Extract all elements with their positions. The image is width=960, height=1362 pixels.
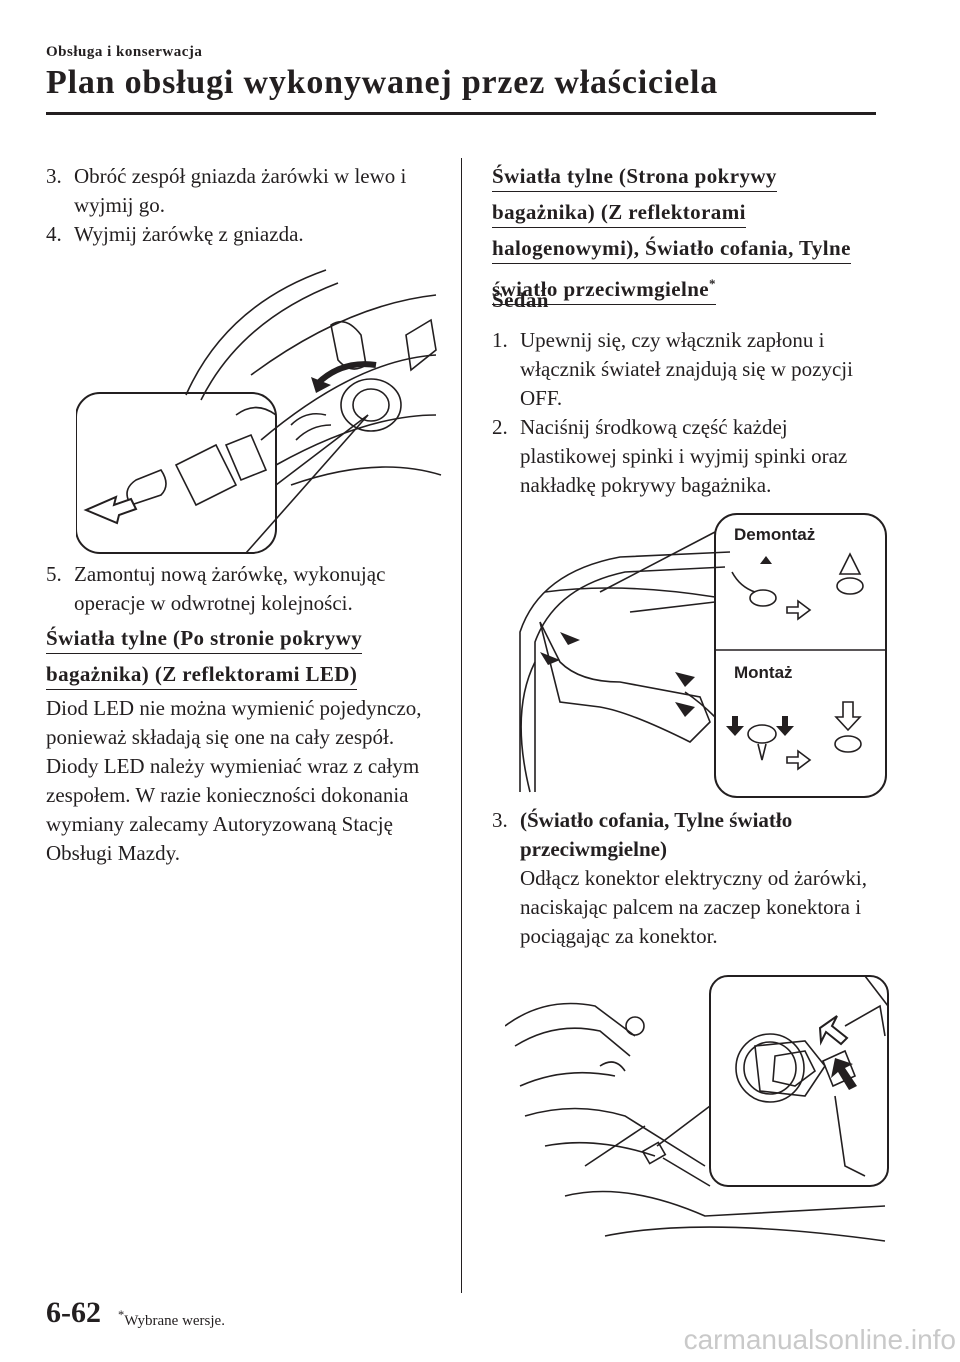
step-5-left: 5. Zamontuj nową żarówkę, wykonując oper… xyxy=(46,560,441,618)
column-divider xyxy=(461,158,462,1293)
install-label: Montaż xyxy=(734,663,793,682)
step-bold-text: (Światło cofania, Tylne światło przeciwm… xyxy=(520,808,793,861)
sedan-label: Sedan xyxy=(492,288,549,312)
page-title: Plan obsługi wykonywanej przez właścicie… xyxy=(46,64,719,101)
halogen-heading: Światła tylne (Strona pokrywy bagażnika)… xyxy=(492,162,892,311)
heading-line: światło przeciwmgielne xyxy=(492,277,709,301)
bulb-socket-figure xyxy=(76,269,442,554)
heading-line: Światła tylne (Po stronie pokrywy xyxy=(46,625,363,654)
step-number: 1. xyxy=(492,328,508,352)
step-text: Naciśnij środkową część każdej plastikow… xyxy=(520,415,848,497)
step-4-left: 4. Wyjmij żarówkę z gniazda. xyxy=(46,220,441,249)
version-mark: * xyxy=(709,276,716,291)
step-text: Zamontuj nową żarówkę, wykonując operacj… xyxy=(74,562,386,615)
heading-line: Światła tylne (Strona pokrywy xyxy=(492,163,777,192)
led-paragraph: Diod LED nie można wymienić pojedynczo, … xyxy=(46,694,441,868)
trunk-trim-clip-figure: Demontaż Montaż xyxy=(519,513,887,798)
page-number: 6-62 xyxy=(46,1296,101,1329)
title-rule xyxy=(46,112,876,115)
footnote: *Wybrane wersje. xyxy=(118,1308,225,1330)
step-number: 3. xyxy=(46,164,62,188)
step-3-left: 3. Obróć zespół gniazda żarówki w lewo i… xyxy=(46,162,441,220)
heading-line: halogenowymi), Światło cofania, Tylne xyxy=(492,235,851,264)
led-para-1: Diod LED nie można wymienić pojedynczo, … xyxy=(46,696,422,749)
footnote-mark: * xyxy=(118,1308,125,1322)
step-number: 3. xyxy=(492,808,508,832)
step-text: Odłącz konektor elektryczny od żarówki, … xyxy=(520,866,867,948)
step-text: Obróć zespół gniazda żarówki w lewo i wy… xyxy=(74,164,407,217)
section-label: Obsługa i konserwacja xyxy=(46,44,203,60)
right-steps: 1. Upewnij się, czy włącznik zapłonu i w… xyxy=(492,326,882,500)
footnote-text: Wybrane wersje. xyxy=(124,1313,225,1329)
step-number: 5. xyxy=(46,562,62,586)
step-text: Upewnij się, czy włącznik zapłonu i włąc… xyxy=(520,328,853,410)
step-text: Wyjmij żarówkę z gniazda. xyxy=(74,222,304,246)
heading-line: bagażnika) (Z reflektorami xyxy=(492,199,746,228)
step-1-right: 1. Upewnij się, czy włącznik zapłonu i w… xyxy=(492,326,882,413)
watermark: carmanualsonline.info xyxy=(683,1324,956,1355)
heading-line: bagażnika) (Z reflektorami LED) xyxy=(46,661,358,690)
connector-figure xyxy=(505,975,889,1242)
step-number: 4. xyxy=(46,222,62,246)
step-2-right: 2. Naciśnij środkową część każdej plasti… xyxy=(492,413,882,500)
left-steps-top: 3. Obróć zespół gniazda żarówki w lewo i… xyxy=(46,162,441,249)
remove-label: Demontaż xyxy=(734,525,815,544)
step-number: 2. xyxy=(492,415,508,439)
step-3-right: 3. (Światło cofania, Tylne światło przec… xyxy=(492,806,882,951)
led-para-2: Diody LED należy wymieniać wraz z całym … xyxy=(46,754,420,865)
led-heading: Światła tylne (Po stronie pokrywy bagażn… xyxy=(46,624,446,696)
